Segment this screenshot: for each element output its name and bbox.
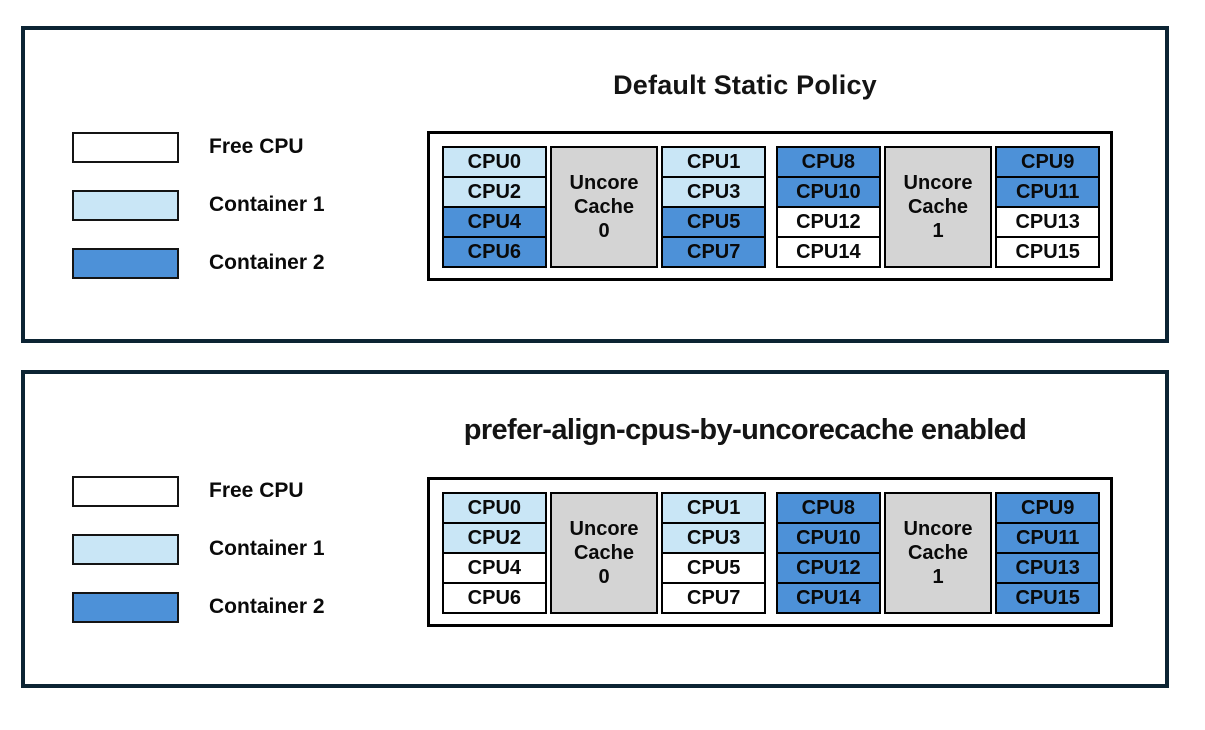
cpu-cell-cpu6: CPU6 <box>442 236 547 268</box>
legend-item-container-2: Container 2 <box>72 247 325 279</box>
legend-label: Free CPU <box>209 135 304 158</box>
legend-label: Free CPU <box>209 479 304 502</box>
panel-default-static-policy: Default Static Policy Free CPU Container … <box>21 26 1169 343</box>
legend-item-container-2: Container 2 <box>72 591 325 623</box>
cpu-cell-cpu5: CPU5 <box>661 552 767 584</box>
cpu-cell-cpu6: CPU6 <box>442 582 547 614</box>
legend-label: Container 1 <box>209 537 325 560</box>
legend: Free CPU Container 1 Container 2 <box>72 475 325 649</box>
legend-label: Container 1 <box>209 193 325 216</box>
uncore-cache-label-line: Cache <box>573 542 635 564</box>
legend-swatch-container2 <box>72 247 179 279</box>
uncore-cache-label-line: Uncore <box>903 518 973 540</box>
uncore-cache-label-line: Cache <box>907 542 969 564</box>
cpu-cell-cpu0: CPU0 <box>442 492 547 524</box>
cpu-cell-cpu1: CPU1 <box>661 492 767 524</box>
cpu-cell-cpu7: CPU7 <box>661 236 767 268</box>
cpu-cell-cpu8: CPU8 <box>776 146 881 178</box>
cpu-cell-cpu4: CPU4 <box>442 552 547 584</box>
cpu-cell-cpu3: CPU3 <box>661 176 767 208</box>
uncore-cache-label-line: 1 <box>932 220 944 242</box>
legend-item-container-1: Container 1 <box>72 533 325 565</box>
cpu-cell-cpu15: CPU15 <box>995 582 1101 614</box>
panel-title: Default Static Policy <box>613 70 877 100</box>
uncore-cache-label-line: 0 <box>598 566 610 588</box>
cpu-cell-cpu14: CPU14 <box>776 582 881 614</box>
cpu-cell-cpu11: CPU11 <box>995 522 1101 554</box>
legend-swatch-container1 <box>72 533 179 565</box>
cpu-cell-cpu8: CPU8 <box>776 492 881 524</box>
uncore-cache-label-line: Uncore <box>569 518 639 540</box>
cpu-cell-cpu12: CPU12 <box>776 552 881 584</box>
cpu-cell-cpu14: CPU14 <box>776 236 881 268</box>
legend-item-free-cpu: Free CPU <box>72 475 325 507</box>
uncore-cache-label-line: 0 <box>598 220 610 242</box>
legend-swatch-free <box>72 131 179 163</box>
legend-swatch-free <box>72 475 179 507</box>
cpu-cell-cpu2: CPU2 <box>442 176 547 208</box>
cpu-cell-cpu5: CPU5 <box>661 206 767 238</box>
legend: Free CPU Container 1 Container 2 <box>72 131 325 305</box>
panel-title: prefer-align-cpus-by-uncorecache enabled <box>463 414 1027 446</box>
cpu-cell-cpu3: CPU3 <box>661 522 767 554</box>
legend-item-free-cpu: Free CPU <box>72 131 325 163</box>
cpu-cell-cpu4: CPU4 <box>442 206 547 238</box>
cpu-cell-cpu15: CPU15 <box>995 236 1101 268</box>
uncore-cache-label-line: Uncore <box>569 172 639 194</box>
cpu-cell-cpu10: CPU10 <box>776 176 881 208</box>
cpu-cell-cpu9: CPU9 <box>995 146 1101 178</box>
legend-item-container-1: Container 1 <box>72 189 325 221</box>
cpu-cell-cpu9: CPU9 <box>995 492 1101 524</box>
cpu-cell-cpu13: CPU13 <box>995 552 1101 584</box>
panel-prefer-align-cpus-by-uncorecache: prefer-align-cpus-by-uncorecache enabled… <box>21 370 1169 688</box>
cpu-cell-cpu2: CPU2 <box>442 522 547 554</box>
cpu-cell-cpu0: CPU0 <box>442 146 547 178</box>
legend-swatch-container2 <box>72 591 179 623</box>
uncore-cache-label-line: Cache <box>573 196 635 218</box>
cpu-cell-cpu1: CPU1 <box>661 146 767 178</box>
legend-label: Container 2 <box>209 251 325 274</box>
uncore-cache-label-line: Cache <box>907 196 969 218</box>
cpu-cell-cpu13: CPU13 <box>995 206 1101 238</box>
legend-swatch-container1 <box>72 189 179 221</box>
cpu-cell-cpu10: CPU10 <box>776 522 881 554</box>
uncore-cache-label-line: 1 <box>932 566 944 588</box>
cpu-cell-cpu7: CPU7 <box>661 582 767 614</box>
legend-label: Container 2 <box>209 595 325 618</box>
uncore-cache-label-line: Uncore <box>903 172 973 194</box>
cpu-cell-cpu12: CPU12 <box>776 206 881 238</box>
cpu-cell-cpu11: CPU11 <box>995 176 1101 208</box>
